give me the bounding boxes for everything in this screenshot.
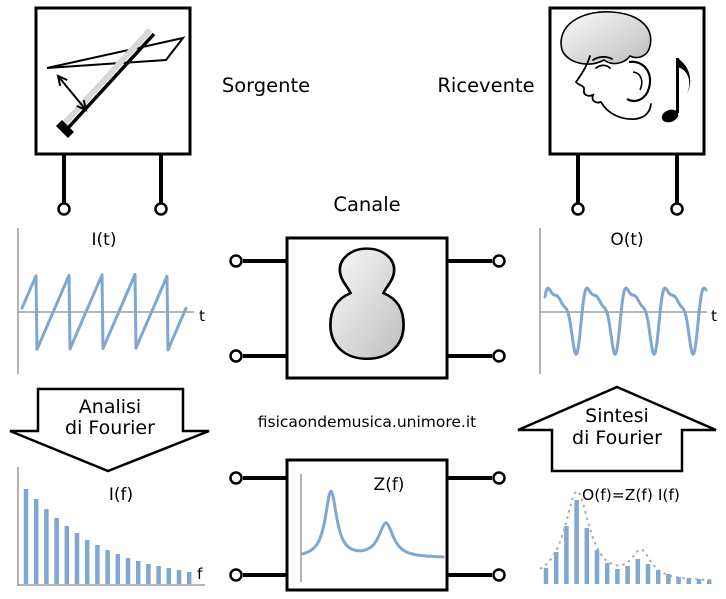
vibrating-string-illustration	[46, 36, 186, 69]
response-in-terminal-bottom	[229, 568, 243, 582]
synthesis-arrow-label-line2: di Fourier	[572, 427, 662, 449]
bow-frog-illustration	[56, 120, 74, 138]
output-time-plot: O(t) t	[539, 228, 717, 374]
bow-motion-arrow	[57, 75, 87, 111]
response-out-terminal-bottom	[492, 568, 506, 582]
source-terminal-left	[57, 202, 71, 216]
up-arrow-icon	[517, 385, 717, 473]
listener-hair-illustration	[560, 11, 652, 65]
response-in-terminal-top	[229, 471, 243, 485]
input-time-plot: I(t) t	[17, 228, 205, 374]
output-spectrum-bars	[543, 500, 712, 584]
output-time-title: O(t)	[610, 230, 643, 250]
bow-hair-illustration	[61, 27, 153, 127]
output-spectrum-envelope	[539, 490, 713, 582]
response-out-terminal-top	[492, 471, 506, 485]
source-box	[34, 6, 192, 216]
analysis-arrow: Analisi di Fourier	[9, 387, 210, 473]
input-spectrum-bars	[23, 489, 192, 584]
listener-profile-illustration	[574, 55, 602, 104]
bow-motion-arrowhead-top	[56, 74, 68, 87]
down-arrow-icon	[9, 387, 210, 473]
ear-icon	[626, 60, 652, 103]
input-spectrum-plot: I(f) f	[17, 467, 205, 586]
channel-in-terminal-top	[229, 254, 243, 268]
source-terminal-right	[154, 202, 168, 216]
output-spectrum-title: O(f)=Z(f) I(f)	[582, 486, 680, 504]
receiver-box	[548, 6, 706, 216]
listener-eyebrow-illustration	[592, 55, 613, 61]
ear-inner-icon	[632, 71, 643, 91]
analysis-arrow-label-line1: Analisi	[79, 396, 141, 418]
music-note-head-icon	[661, 109, 679, 123]
listener-eye-illustration	[595, 64, 611, 69]
synthesis-arrow: Sintesi di Fourier	[517, 385, 717, 473]
input-spectrum-title: I(f)	[109, 485, 133, 505]
bow-motion-arrowhead-bottom	[76, 99, 88, 112]
receiver-terminal-left	[571, 202, 585, 216]
channel-response-box: Z(f)	[229, 458, 506, 592]
channel-out-terminal-bottom	[492, 349, 506, 363]
analysis-arrow-label-line2: di Fourier	[65, 417, 155, 439]
channel-box	[229, 236, 506, 380]
watermark: fisicaondemusica.unimore.it	[258, 413, 477, 431]
output-spectrum-plot: O(f)=Z(f) I(f)	[539, 486, 713, 584]
source-label: Sorgente	[222, 74, 310, 97]
channel-out-terminal-top	[492, 254, 506, 268]
receiver-terminal-right	[670, 202, 684, 216]
music-note-flag-icon	[677, 58, 691, 94]
listener-jaw-illustration	[600, 101, 652, 120]
response-title: Z(f)	[374, 475, 405, 495]
response-curve	[301, 489, 445, 559]
channel-in-terminal-bottom	[229, 349, 243, 363]
violin-body-illustration	[329, 247, 405, 361]
input-spectrum-axis-label: f	[197, 565, 203, 583]
output-time-axis-label: t	[711, 307, 717, 325]
output-wave	[543, 286, 708, 356]
response-box-frame	[285, 458, 449, 592]
input-time-title: I(t)	[92, 230, 117, 250]
sawtooth-wave	[20, 272, 188, 352]
channel-label: Canale	[333, 193, 400, 216]
receiver-label: Ricevente	[437, 74, 534, 97]
input-time-axis-label: t	[199, 307, 205, 325]
bow-stick-illustration	[66, 32, 156, 130]
synthesis-arrow-label-line1: Sintesi	[585, 405, 649, 427]
